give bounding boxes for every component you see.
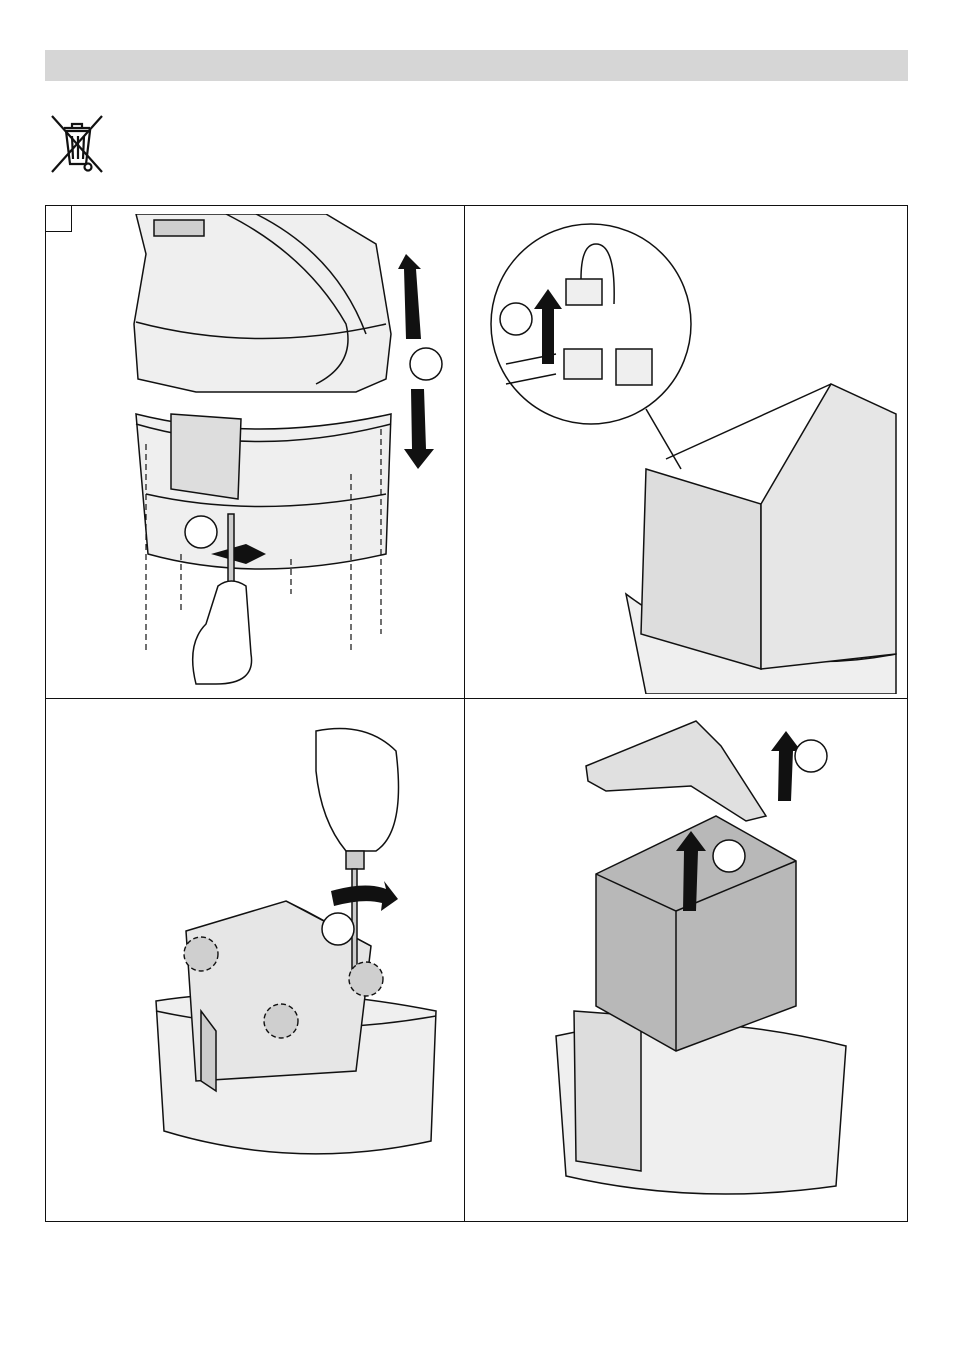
section-header-bar — [45, 50, 908, 81]
panel-unscrew-transformer-bracket — [106, 711, 446, 1211]
disassembly-figure — [45, 205, 908, 1222]
callout-circle-4 — [322, 913, 354, 945]
callout-circle-3 — [500, 303, 532, 335]
callout-circle-2 — [185, 516, 217, 548]
callout-circle-1 — [410, 348, 442, 380]
callout-circle-5 — [795, 740, 827, 772]
panel-divider-vertical — [464, 206, 465, 1221]
panel-lift-transformer — [486, 706, 901, 1206]
crossed-out-wheelie-bin-icon — [50, 114, 104, 176]
panel-disconnect-connector — [486, 214, 901, 694]
step-number-box — [46, 206, 72, 232]
panel-divider-horizontal — [46, 698, 907, 699]
callout-circle-6 — [713, 840, 745, 872]
panel-remove-base-screws — [106, 214, 446, 694]
